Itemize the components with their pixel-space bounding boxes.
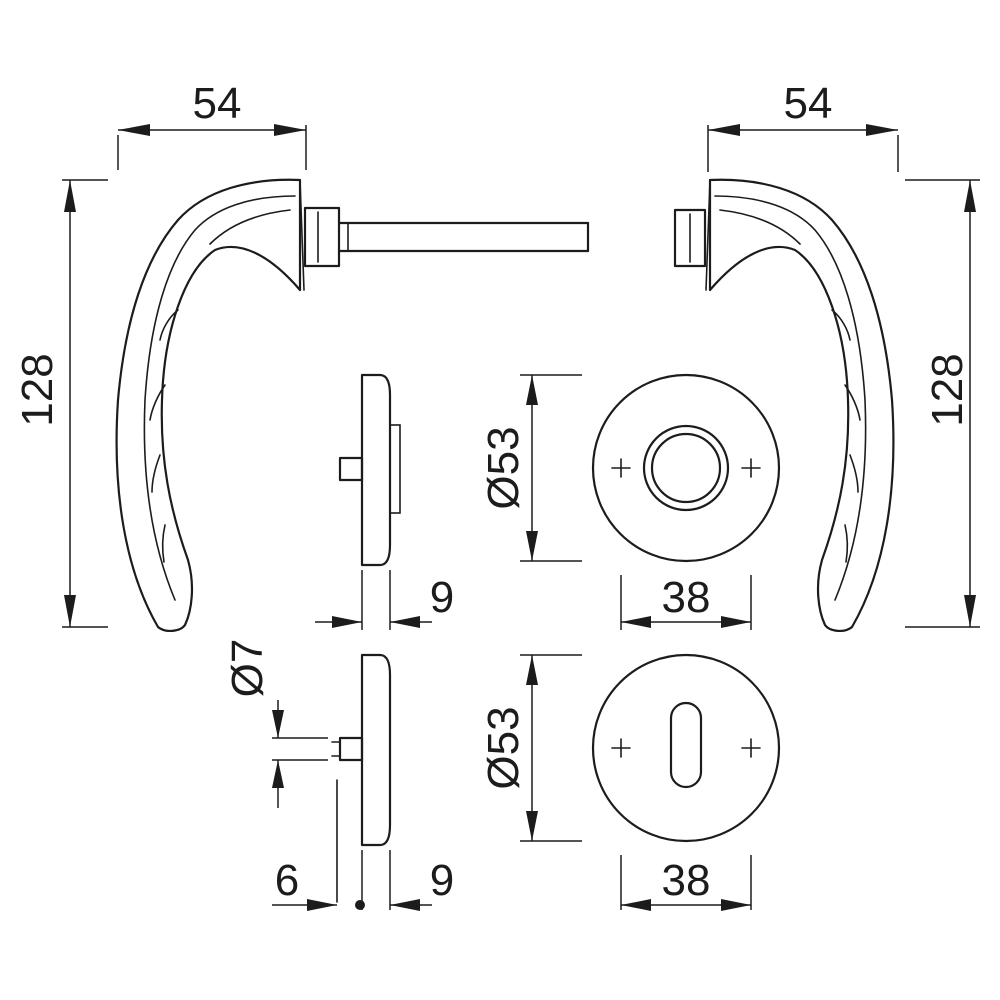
bottom-rose-diameter-label: Ø53 [479,706,528,789]
right-handle-width-dimension: 54 [707,79,899,172]
top-rose-front-view [591,373,781,563]
bottom-rose-width-label: 38 [662,856,711,905]
left-handle-height-dimension: 128 [13,179,108,628]
spindle-diameter-label: Ø7 [223,639,272,698]
right-handle [673,178,895,632]
right-handle-height-label: 128 [923,353,972,426]
top-rose-width-label: 38 [662,573,711,622]
keyhole-icon [669,701,703,789]
top-rose-diameter-dimension: Ø53 [479,374,582,562]
top-rose-side-view [338,373,401,567]
spindle-projection-label: 6 [275,856,299,905]
bottom-rose-diameter-dimension: Ø53 [479,654,582,842]
left-handle-width-label: 54 [193,79,242,128]
bottom-rose-side-view [331,653,392,903]
spindle-diameter-dimension: Ø7 [223,639,328,808]
right-handle-height-dimension: 128 [905,179,980,628]
left-handle-width-dimension: 54 [117,79,307,170]
bottom-side-thickness-label: 9 [430,856,454,905]
top-rose-width-dimension: 38 [620,573,752,630]
top-side-thickness-label: 9 [430,573,454,622]
left-handle-height-label: 128 [13,353,62,426]
bottom-keyhole-rose-front-view [591,653,781,843]
bottom-rose-width-dimension: 38 [620,855,752,911]
top-rose-diameter-label: Ø53 [479,426,528,509]
left-handle [115,178,590,632]
right-handle-width-label: 54 [784,79,833,128]
bottom-side-thickness-dimension: 6 9 [272,850,454,911]
top-side-thickness-dimension: 9 [315,570,454,630]
